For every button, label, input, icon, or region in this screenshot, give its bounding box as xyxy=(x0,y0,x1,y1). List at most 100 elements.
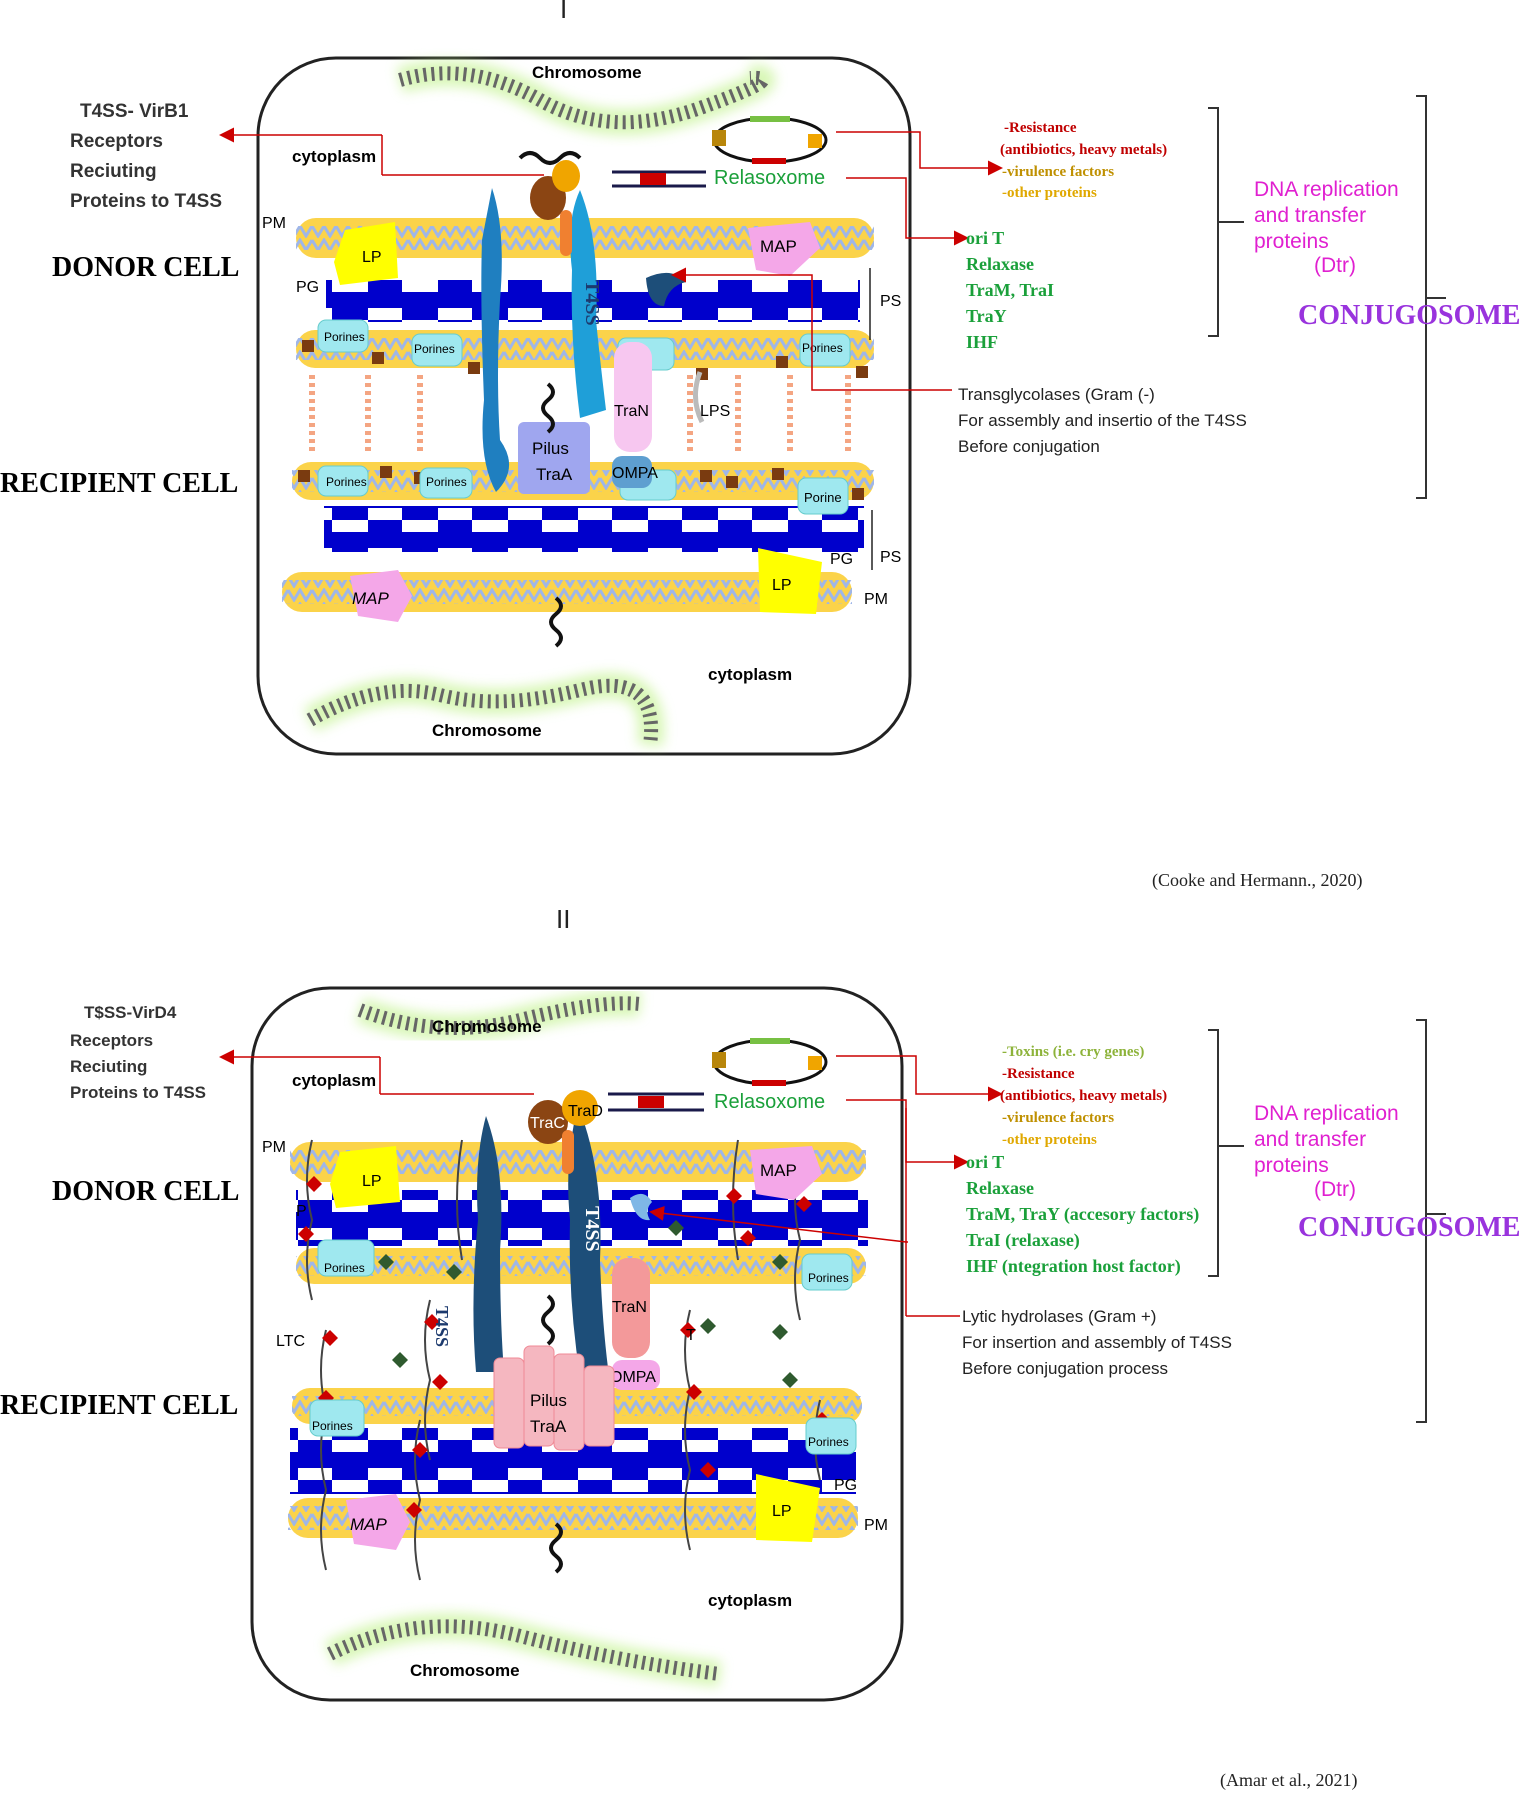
plasmid-list-2-5: -other proteins xyxy=(1002,1132,1097,1148)
map-protein-recipient xyxy=(350,570,412,622)
porines-label-4: Porines xyxy=(326,475,367,489)
ps-label-recipient: PS xyxy=(880,549,901,566)
conjugosome-label: CONJUGOSOME xyxy=(1298,300,1520,331)
pilus-cylinders-2 xyxy=(493,1345,615,1451)
plasmid-list-1: -Resistance xyxy=(1004,120,1077,136)
porines-label-2: Porines xyxy=(414,342,455,356)
tran-protein xyxy=(614,342,652,452)
cytoplasm-label-bottom-2: cytoplasm xyxy=(708,1591,792,1610)
enzyme-note-2-3: Before conjugation process xyxy=(962,1359,1168,1378)
pilus-label-2: Pilus xyxy=(530,1391,567,1410)
pm-label-donor: PM xyxy=(262,215,286,232)
callout-virb1: T4SS- VirB1 xyxy=(80,101,189,122)
tran-label: TraN xyxy=(614,403,649,420)
plasmid-list-3: -virulence factors xyxy=(1002,164,1114,180)
tran-label-2: TraN xyxy=(612,1299,647,1316)
porines-label-5: Porines xyxy=(426,475,467,489)
lp-label-donor: LP xyxy=(362,249,382,266)
chromosome-label-bottom-2: Chromosome xyxy=(410,1661,520,1680)
conjugosome-bracket xyxy=(1416,95,1446,499)
trad-protein xyxy=(562,1090,598,1126)
relasoxome-arrow xyxy=(846,177,969,246)
lp-protein-recipient-2 xyxy=(756,1474,820,1542)
enzyme-note-2-2: For insertion and assembly of T4SS xyxy=(962,1333,1232,1352)
callout-receptors-2: Receptors xyxy=(70,1031,153,1050)
red-diamonds xyxy=(298,1176,830,1518)
lp-label-recipient-2: LP xyxy=(772,1503,792,1520)
chromosome-bottom-2 xyxy=(324,1613,722,1687)
enzyme-note-2: For assembly and insertio of the T4SS xyxy=(958,411,1247,430)
porine-label: Porine xyxy=(804,490,842,505)
small-brown-squares xyxy=(298,340,868,500)
dtr-item-2-5: IHF (ntegration host factor) xyxy=(966,1256,1181,1277)
ltc-label-2: LTC xyxy=(276,1333,305,1350)
dna-strand-transfer xyxy=(541,382,555,434)
t4ss-channel-right-2 xyxy=(568,1106,608,1376)
callout-virD4: T$SS-VirD4 xyxy=(84,1003,177,1022)
plasmid-list-2-4: -virulence factors xyxy=(1002,1110,1114,1126)
trad-label: TraD xyxy=(568,1103,603,1120)
t-label-2: T xyxy=(686,1327,696,1344)
pg-label-recipient: PG xyxy=(830,551,853,568)
panel-2-numeral: II xyxy=(556,904,570,934)
plasmid-list-2-2: -Resistance xyxy=(1002,1066,1075,1082)
pg-label-recipient-2: PG xyxy=(834,1477,857,1494)
chromosome-label-top-2: Chromosome xyxy=(432,1017,542,1036)
lp-protein-donor-2 xyxy=(330,1146,400,1208)
lp-protein-donor xyxy=(334,222,398,285)
panel-2: II Chromosome Chromosome cytoplasm cytop… xyxy=(0,904,1520,1791)
ps-label-donor: PS xyxy=(880,293,901,310)
plasmid-list-2-3: (antibiotics, heavy metals) xyxy=(1000,1088,1167,1104)
map-label-recipient-2: MAP xyxy=(350,1515,388,1534)
orit-marker-2 xyxy=(638,1096,664,1108)
ompa-label: OMPA xyxy=(612,465,658,482)
t4ss-small-label-2: T4SS xyxy=(432,1306,452,1347)
panel-1-numeral: I xyxy=(560,0,567,24)
dtr-label-2: and transfer xyxy=(1254,204,1366,227)
t4ss-channel-right xyxy=(570,190,606,418)
coupling-protein-2 xyxy=(562,1130,574,1174)
donor-cell-label-2: DONOR CELL xyxy=(52,1176,239,1207)
traa-label: TraA xyxy=(536,465,573,484)
panel-1: I Chromosome Chromosome cytoplasm cytopl… xyxy=(0,0,1520,891)
ompa-protein-2 xyxy=(612,1360,660,1390)
relasoxome-label: Relasoxome xyxy=(714,167,825,189)
callout-proteins-2: Proteins to T4SS xyxy=(70,1083,206,1102)
ompa-label-2: OMPA xyxy=(610,1369,656,1386)
dtr-label-2-4: (Dtr) xyxy=(1314,1178,1356,1201)
pilus-label: Pilus xyxy=(532,439,569,458)
dtr-item-2-3: TraM, TraY (accesory factors) xyxy=(966,1204,1199,1225)
citation-1: (Cooke and Hermann., 2020) xyxy=(1152,870,1362,891)
dtr-label-4: (Dtr) xyxy=(1314,254,1356,277)
dtr-item-2-1: ori T xyxy=(966,1152,1004,1172)
porines-group-2 xyxy=(309,1239,857,1455)
dtr-item-2-4: TraI (relaxase) xyxy=(966,1230,1080,1251)
citation-2: (Amar et al., 2021) xyxy=(1220,1770,1357,1791)
map-protein-donor xyxy=(748,222,820,276)
tran-protein-2 xyxy=(612,1258,650,1358)
cytoplasm-label-top: cytoplasm xyxy=(292,147,376,166)
lytic-hydrolase-shape xyxy=(630,1193,652,1221)
t4ss-channel-left-2 xyxy=(473,1116,504,1372)
trac-protein xyxy=(528,1100,568,1144)
porines-label-2-3: Porines xyxy=(312,1419,353,1433)
trac-label: TraC xyxy=(530,1115,565,1132)
dtr-item-1: ori T xyxy=(966,228,1004,248)
dtr-label-2-3: proteins xyxy=(1254,1154,1329,1177)
pm-label-recipient: PM xyxy=(864,591,888,608)
callout-receptors: Receptors xyxy=(70,131,163,152)
plasmid-arrow xyxy=(836,131,1003,176)
dna-strand-recipient-2 xyxy=(549,1522,563,1574)
dtr-item-2-2: Relaxase xyxy=(966,1178,1034,1198)
map-protein-recipient-2 xyxy=(346,1494,410,1550)
dtr-bracket xyxy=(1208,107,1244,337)
lp-label-donor-2: LP xyxy=(362,1173,382,1190)
porines-label-2-2: Porines xyxy=(808,1271,849,1285)
chromosome-label-bottom: Chromosome xyxy=(432,721,542,740)
chromosome-top-2 xyxy=(355,990,642,1041)
ompa-protein xyxy=(612,456,652,488)
chromosome-top xyxy=(396,60,776,136)
cytoplasm-label-top-2: cytoplasm xyxy=(292,1071,376,1090)
lps-molecule xyxy=(693,371,705,424)
